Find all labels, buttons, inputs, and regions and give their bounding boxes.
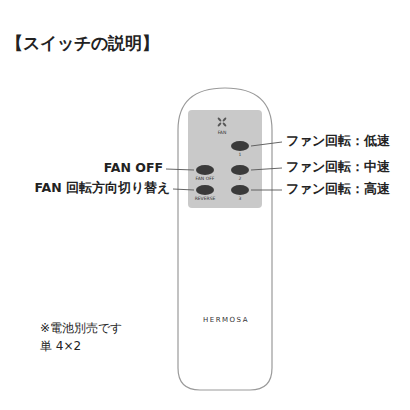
callout-label: FAN 回転方向切り替え [34, 181, 170, 195]
button-label: REVERSE [195, 196, 216, 201]
remote-body [178, 88, 272, 390]
note-text: ※電池別売です [40, 322, 122, 336]
callout-label: ファン回転：高速 [286, 182, 390, 196]
page-title: 【スイッチの説明】 [6, 34, 159, 54]
callout-label: ファン回転：低速 [286, 134, 390, 148]
button-label: FAN [218, 130, 227, 135]
callout-label: ファン回転：中速 [286, 160, 390, 174]
note-text: 単 4×2 [40, 340, 81, 354]
remote-buttons [196, 141, 249, 195]
button-label: 2 [239, 176, 242, 181]
callout-label: FAN OFF [104, 161, 163, 175]
button-label: HERMOSA [203, 316, 249, 324]
leader-lines [166, 142, 282, 190]
fan-icon [217, 117, 227, 127]
button-label: 1 [239, 152, 242, 157]
button-label: 3 [239, 196, 242, 201]
button-panel [188, 110, 262, 208]
button-label: FAN OFF [196, 176, 215, 181]
